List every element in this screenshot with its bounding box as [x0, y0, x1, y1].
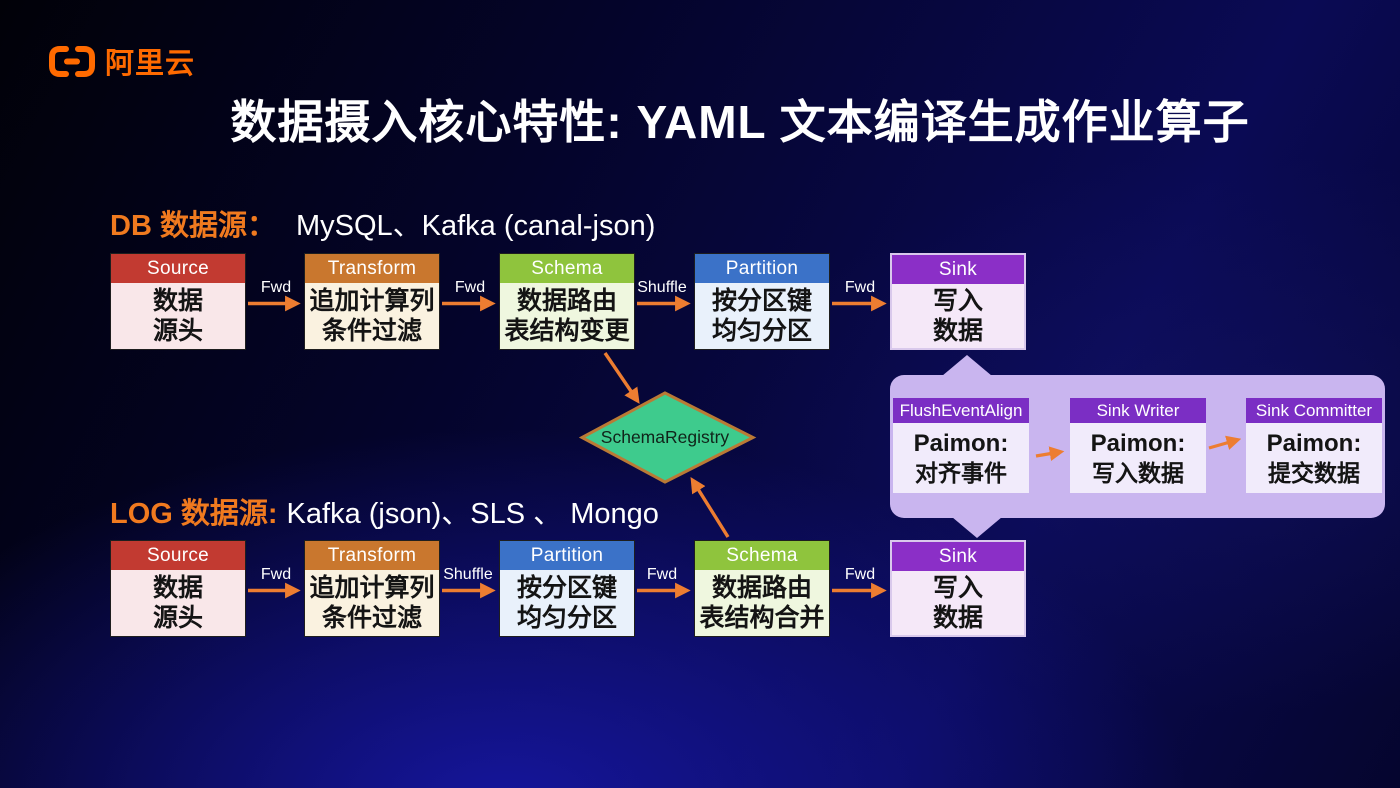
node-body-line: 数据 [932, 604, 983, 632]
node-body: 数据 源头 [111, 570, 245, 636]
edge-label-db-1: Fwd [454, 279, 486, 296]
node-body: 按分区键 均匀分区 [695, 283, 829, 349]
node-body: Paimon: 提交数据 [1246, 423, 1382, 493]
node-log-source: Source 数据 源头 [110, 540, 246, 637]
edge-label-log-1: Shuffle [443, 566, 493, 583]
node-log-transform: Transform 追加计算列 条件过滤 [304, 540, 440, 637]
node-body: Paimon: 对齐事件 [893, 423, 1029, 493]
node-body-line: 均匀分区 [516, 604, 617, 632]
node-header: Source [111, 541, 245, 570]
node-body: 写入 数据 [892, 284, 1024, 348]
node-header: Partition [500, 541, 634, 570]
node-sink-writer: Sink Writer Paimon: 写入数据 [1070, 398, 1206, 493]
node-header: Partition [695, 254, 829, 283]
node-flush-event-align: FlushEventAlign Paimon: 对齐事件 [893, 398, 1029, 493]
page-title: 数据摄入核心特性: YAML 文本编译生成作业算子 [230, 96, 1250, 148]
db-sources-label-value: MySQL、Kafka (canal-json) [295, 210, 656, 242]
edge-label-log-0: Fwd [260, 566, 292, 583]
node-body: 数据路由 表结构变更 [500, 283, 634, 349]
log-sources-label: LOG 数据源: Kafka (json)、SLS 、 Mongo [110, 490, 659, 532]
node-body: 追加计算列 条件过滤 [305, 570, 439, 636]
node-sink-committer: Sink Committer Paimon: 提交数据 [1246, 398, 1382, 493]
node-body-line: 数据路由 [711, 573, 812, 602]
node-body-line: 追加计算列 [309, 286, 435, 315]
sink-detail-notch-top [942, 355, 992, 376]
alibaba-cloud-icon [49, 45, 95, 77]
edge-label-db-2: Shuffle [637, 279, 687, 296]
node-db-schema: Schema 数据路由 表结构变更 [499, 253, 635, 350]
edge-label-db-3: Fwd [844, 279, 876, 296]
node-body-line: Paimon: [1090, 429, 1186, 457]
node-body-line: Paimon: [913, 429, 1009, 457]
schema-registry-label: SchemaRegistry [600, 427, 730, 447]
sink-detail-notch-bottom [952, 517, 1002, 538]
db-sources-label: DB 数据源： MySQL、Kafka (canal-json) [110, 202, 655, 244]
node-body-line: Paimon: [1266, 429, 1362, 457]
node-body: 按分区键 均匀分区 [500, 570, 634, 636]
node-header: Schema [500, 254, 634, 283]
node-body-line: 写入 [932, 573, 983, 602]
node-body-line: 按分区键 [711, 286, 812, 315]
node-db-partition: Partition 按分区键 均匀分区 [694, 253, 830, 350]
node-header: Transform [305, 254, 439, 283]
node-log-partition: Partition 按分区键 均匀分区 [499, 540, 635, 637]
node-body-line: 数据 [932, 317, 983, 345]
edge-label-db-0: Fwd [260, 279, 292, 296]
node-body: 数据 源头 [111, 283, 245, 349]
node-header: Schema [695, 541, 829, 570]
node-header: Sink [892, 542, 1024, 571]
node-header: Sink Writer [1070, 398, 1206, 423]
node-body-line: 表结构变更 [504, 317, 630, 345]
node-body: 数据路由 表结构合并 [695, 570, 829, 636]
node-body-line: 数据路由 [516, 286, 617, 315]
node-header: Transform [305, 541, 439, 570]
node-body-line: 追加计算列 [309, 573, 435, 602]
node-body: Paimon: 写入数据 [1070, 423, 1206, 493]
node-header: Source [111, 254, 245, 283]
node-log-sink: Sink 写入 数据 [890, 540, 1026, 637]
edge-label-log-2: Fwd [646, 566, 678, 583]
db-sources-label-prefix: DB 数据源： [110, 210, 276, 242]
node-db-transform: Transform 追加计算列 条件过滤 [304, 253, 440, 350]
log-sources-label-value: Kafka (json)、SLS 、 Mongo [286, 498, 659, 530]
node-body: 追加计算列 条件过滤 [305, 283, 439, 349]
node-body-line: 写入 [932, 286, 983, 315]
edge-label-log-3: Fwd [844, 566, 876, 583]
node-header: FlushEventAlign [893, 398, 1029, 423]
node-body-line: 源头 [152, 317, 203, 345]
node-body-line: 条件过滤 [321, 604, 422, 632]
alibaba-cloud-logo: 阿里云 [48, 40, 195, 82]
node-body-line: 对齐事件 [915, 459, 1007, 486]
node-body-line: 数据 [152, 286, 203, 315]
node-body-line: 提交数据 [1268, 459, 1360, 486]
alibaba-cloud-wordmark: 阿里云 [105, 48, 196, 80]
node-header: Sink [892, 255, 1024, 284]
node-body-line: 源头 [152, 604, 203, 632]
log-sources-label-prefix: LOG 数据源: [110, 498, 278, 530]
node-body-line: 均匀分区 [711, 317, 812, 345]
node-db-sink: Sink 写入 数据 [890, 253, 1026, 350]
node-body-line: 条件过滤 [321, 317, 422, 345]
node-log-schema: Schema 数据路由 表结构合并 [694, 540, 830, 637]
node-body-line: 数据 [152, 573, 203, 602]
node-body-line: 按分区键 [516, 573, 617, 602]
node-db-source: Source 数据 源头 [110, 253, 246, 350]
node-body: 写入 数据 [892, 571, 1024, 635]
node-body-line: 写入数据 [1092, 459, 1184, 486]
node-body-line: 表结构合并 [699, 604, 825, 632]
node-header: Sink Committer [1246, 398, 1382, 423]
